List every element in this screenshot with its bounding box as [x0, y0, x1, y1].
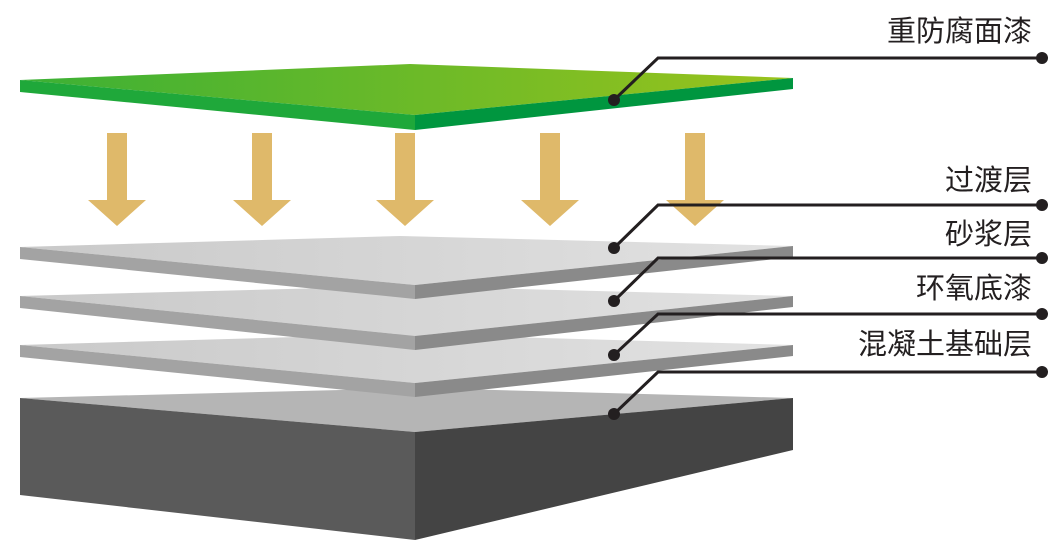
leader-dots [608, 52, 1048, 420]
epoxy-primer-layer [20, 334, 793, 397]
arrow-down-icon [376, 133, 434, 226]
label-epoxy-primer: 环氧底漆 [915, 271, 1032, 305]
label-transition-layer: 过渡层 [944, 163, 1032, 197]
label-topcoat: 重防腐面漆 [886, 14, 1032, 48]
label-mortar-layer: 砂浆层 [944, 217, 1032, 251]
concrete-base-slab [20, 388, 793, 540]
arrow-down-icon [521, 133, 579, 226]
arrow-down-icon [233, 133, 291, 226]
transition-layer [20, 236, 793, 299]
downward-arrows [88, 133, 724, 226]
mortar-layer [20, 286, 793, 350]
arrow-down-icon [666, 133, 724, 226]
arrow-down-icon [88, 133, 146, 226]
anticorrosion-topcoat-layer [20, 64, 793, 130]
leader-lines [612, 56, 1042, 416]
label-concrete-base: 混凝土基础层 [857, 327, 1032, 361]
